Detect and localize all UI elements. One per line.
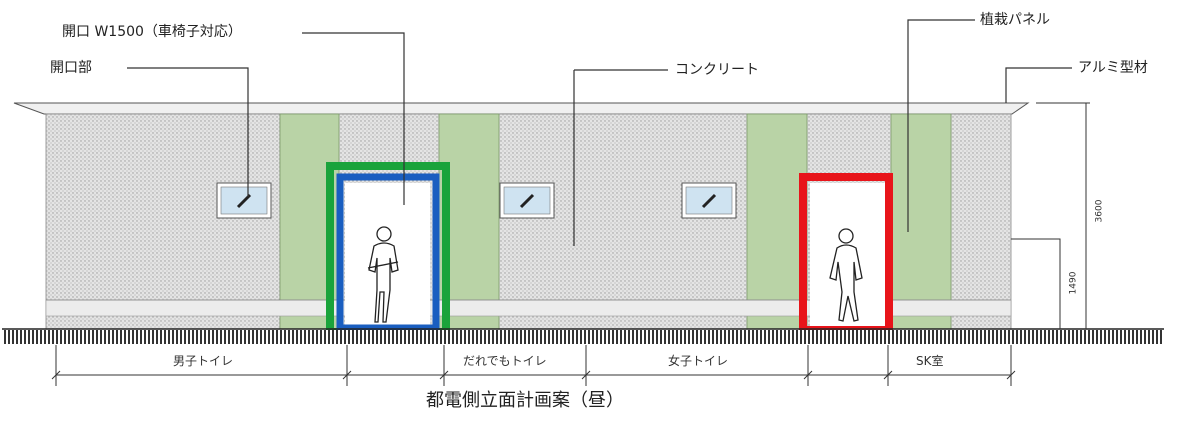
- callout-decor-panel: 植栽パネル: [980, 12, 1050, 28]
- window-1: [216, 182, 272, 219]
- green-panel-3: [746, 113, 808, 330]
- roof: [13, 102, 1030, 115]
- dim-label-womens-toilet: 女子トイレ: [665, 352, 732, 369]
- drawing-caption: 都電側立面計画案（昼）: [426, 390, 624, 411]
- wall-mens: [45, 113, 281, 330]
- dim-value-1490: 1490: [1068, 271, 1079, 295]
- callout-leaders: [127, 19, 1072, 246]
- wall-sk: [950, 113, 1012, 330]
- window-2: [499, 182, 555, 219]
- dim-label-mens-toilet: 男子トイレ: [170, 352, 237, 369]
- dim-label-sk-room: SK室: [913, 352, 947, 369]
- vertical-dimensions: [1011, 102, 1090, 329]
- window-3: [681, 182, 737, 219]
- ground-hatch: [2, 330, 1164, 344]
- green-panel-4: [890, 113, 952, 330]
- person-figure-1: [367, 226, 399, 323]
- wall-everyone: [498, 113, 748, 330]
- callout-opening: 開口部: [50, 60, 92, 76]
- horizontal-dimensions: [51, 345, 1016, 386]
- person-figure-2: [829, 228, 863, 322]
- dim-label-everyone-toilet: だれでもトイレ: [460, 352, 550, 369]
- callout-concrete: コンクリート: [675, 62, 759, 78]
- highlight-blue-frame: [336, 173, 440, 332]
- callout-opening-w1500: 開口 W1500（車椅子対応）: [62, 24, 242, 40]
- callout-aluminum: アルミ型材: [1078, 60, 1148, 76]
- dim-value-3600: 3600: [1094, 199, 1105, 223]
